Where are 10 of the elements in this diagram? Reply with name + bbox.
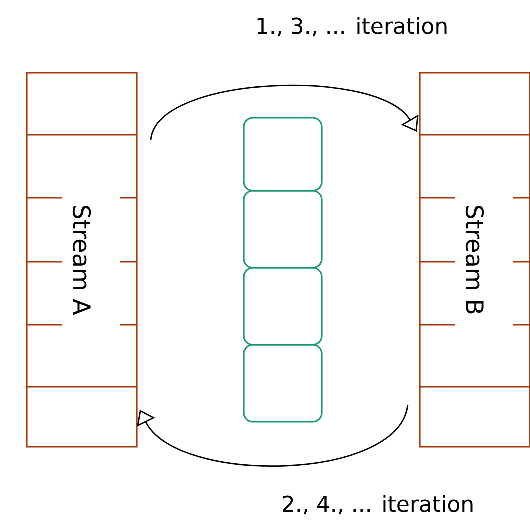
stream-column: Stream B xyxy=(419,72,530,448)
process-box xyxy=(243,267,323,346)
curved-arrow xyxy=(150,85,419,140)
process-box xyxy=(243,344,323,423)
curved-arrow xyxy=(137,404,409,467)
stream-column: Stream A xyxy=(26,72,138,448)
process-box xyxy=(243,190,323,269)
edge-label: 2., 4., ... iteration xyxy=(283,495,473,515)
process-box xyxy=(243,117,323,192)
edge-label: 1., 3., ... iteration xyxy=(258,17,447,37)
